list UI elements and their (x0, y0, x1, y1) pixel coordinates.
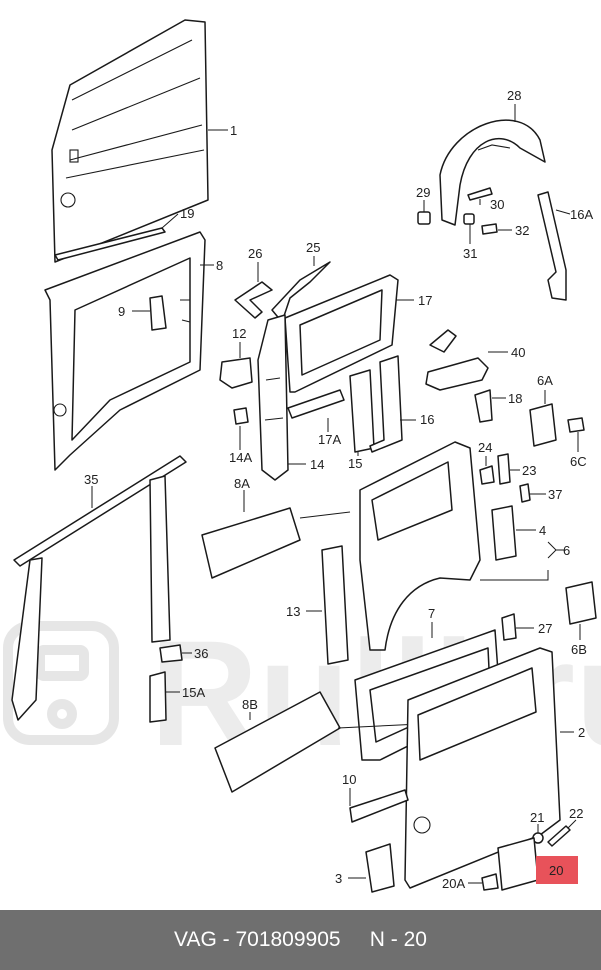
part-30-bolt[interactable] (467, 187, 493, 201)
footer-bar: VAG - 701809905 N - 20 (0, 910, 601, 970)
part-6a-cover[interactable] (529, 403, 557, 447)
label-9[interactable]: 9 (118, 304, 125, 319)
label-32[interactable]: 32 (515, 223, 529, 238)
part-19-strip[interactable] (54, 227, 166, 261)
label-40[interactable]: 40 (511, 345, 525, 360)
label-20[interactable]: 20 (549, 863, 563, 878)
label-21[interactable]: 21 (530, 810, 544, 825)
footer-position: N - 20 (369, 928, 427, 951)
part-26-gusset[interactable] (234, 281, 273, 319)
label-22[interactable]: 22 (569, 806, 583, 821)
part-37-clip[interactable] (519, 483, 531, 503)
label-15[interactable]: 15 (348, 456, 362, 471)
label-16a[interactable]: 16A (570, 207, 593, 222)
label-35[interactable]: 35 (84, 472, 98, 487)
label-8a[interactable]: 8A (234, 476, 250, 491)
label-15a[interactable]: 15A (182, 685, 205, 700)
part-12-bracket[interactable] (219, 357, 253, 389)
part-9-bracket[interactable] (149, 295, 167, 331)
label-6c[interactable]: 6C (570, 454, 587, 469)
callout-labels: 1 19 8 9 26 25 17 12 17A 14A 14 15 16 28… (84, 88, 593, 891)
label-30[interactable]: 30 (490, 197, 504, 212)
label-26[interactable]: 26 (248, 246, 262, 261)
label-23[interactable]: 23 (522, 463, 536, 478)
part-15a-pillar[interactable] (149, 671, 167, 723)
part-1-door-panel[interactable] (51, 19, 209, 263)
label-36[interactable]: 36 (194, 646, 208, 661)
part-10-sill[interactable] (349, 789, 409, 823)
label-25[interactable]: 25 (306, 240, 320, 255)
label-7[interactable]: 7 (428, 606, 435, 621)
label-17[interactable]: 17 (418, 293, 432, 308)
label-16[interactable]: 16 (420, 412, 434, 427)
part-6-side-panel[interactable] (359, 441, 481, 651)
part-16-pillar[interactable] (369, 355, 403, 453)
label-28[interactable]: 28 (507, 88, 521, 103)
part-2-sliding-door[interactable] (404, 647, 561, 889)
footer-part-number: VAG - 701809905 (174, 928, 341, 951)
label-12[interactable]: 12 (232, 326, 246, 341)
label-8[interactable]: 8 (216, 258, 223, 273)
part-20-cover[interactable] (497, 837, 539, 891)
label-6a[interactable]: 6A (537, 373, 553, 388)
part-36-bracket[interactable] (159, 644, 183, 663)
part-20a-clip[interactable] (481, 873, 499, 891)
label-14[interactable]: 14 (310, 457, 324, 472)
part-24-clip[interactable] (479, 465, 495, 485)
label-17a[interactable]: 17A (318, 432, 341, 447)
part-17-window-frame[interactable] (284, 274, 399, 393)
label-27[interactable]: 27 (538, 621, 552, 636)
part-28-wheel-arch[interactable] (439, 119, 546, 226)
part-31-nut[interactable] (463, 213, 475, 225)
part-18-bracket[interactable] (474, 389, 493, 423)
part-13-pillar[interactable] (321, 545, 349, 665)
label-10[interactable]: 10 (342, 772, 356, 787)
label-6b[interactable]: 6B (571, 642, 587, 657)
label-24[interactable]: 24 (478, 440, 492, 455)
label-20a[interactable]: 20A (442, 876, 465, 891)
label-2[interactable]: 2 (578, 725, 585, 740)
part-35-rail[interactable] (11, 455, 187, 721)
footer-spacer (341, 928, 370, 952)
part-23-bracket[interactable] (497, 453, 511, 485)
part-3-bracket[interactable] (365, 843, 395, 893)
part-6b-cover[interactable] (565, 581, 597, 625)
label-14a[interactable]: 14A (229, 450, 252, 465)
label-19[interactable]: 19 (180, 206, 194, 221)
label-6[interactable]: 6 (563, 543, 570, 558)
label-3[interactable]: 3 (335, 871, 342, 886)
part-32-bolt[interactable] (481, 223, 498, 235)
part-4-bracket[interactable] (491, 505, 517, 561)
part-17a-reinforcement[interactable] (287, 389, 345, 419)
parts-diagram: Rulli.ru (3, 19, 601, 893)
label-29[interactable]: 29 (416, 185, 430, 200)
part-8-door-frame[interactable] (44, 231, 206, 471)
part-40-bracket[interactable] (425, 329, 489, 391)
label-13[interactable]: 13 (286, 604, 300, 619)
part-29-bolt[interactable] (417, 211, 431, 225)
part-22-screw[interactable] (547, 825, 571, 847)
part-14a-clip[interactable] (233, 407, 249, 425)
label-31[interactable]: 31 (463, 246, 477, 261)
part-16a-trim[interactable] (537, 191, 567, 301)
part-15-pillar[interactable] (349, 369, 375, 453)
label-4[interactable]: 4 (539, 523, 546, 538)
part-14-pillar[interactable] (257, 314, 289, 481)
part-6c-screw[interactable] (567, 417, 585, 433)
label-37[interactable]: 37 (548, 487, 562, 502)
label-8b[interactable]: 8B (242, 697, 258, 712)
part-8a-glass[interactable] (201, 507, 301, 579)
label-1[interactable]: 1 (230, 123, 237, 138)
part-27-clip[interactable] (501, 613, 517, 641)
label-18[interactable]: 18 (508, 391, 522, 406)
part-20-highlight (536, 856, 578, 884)
